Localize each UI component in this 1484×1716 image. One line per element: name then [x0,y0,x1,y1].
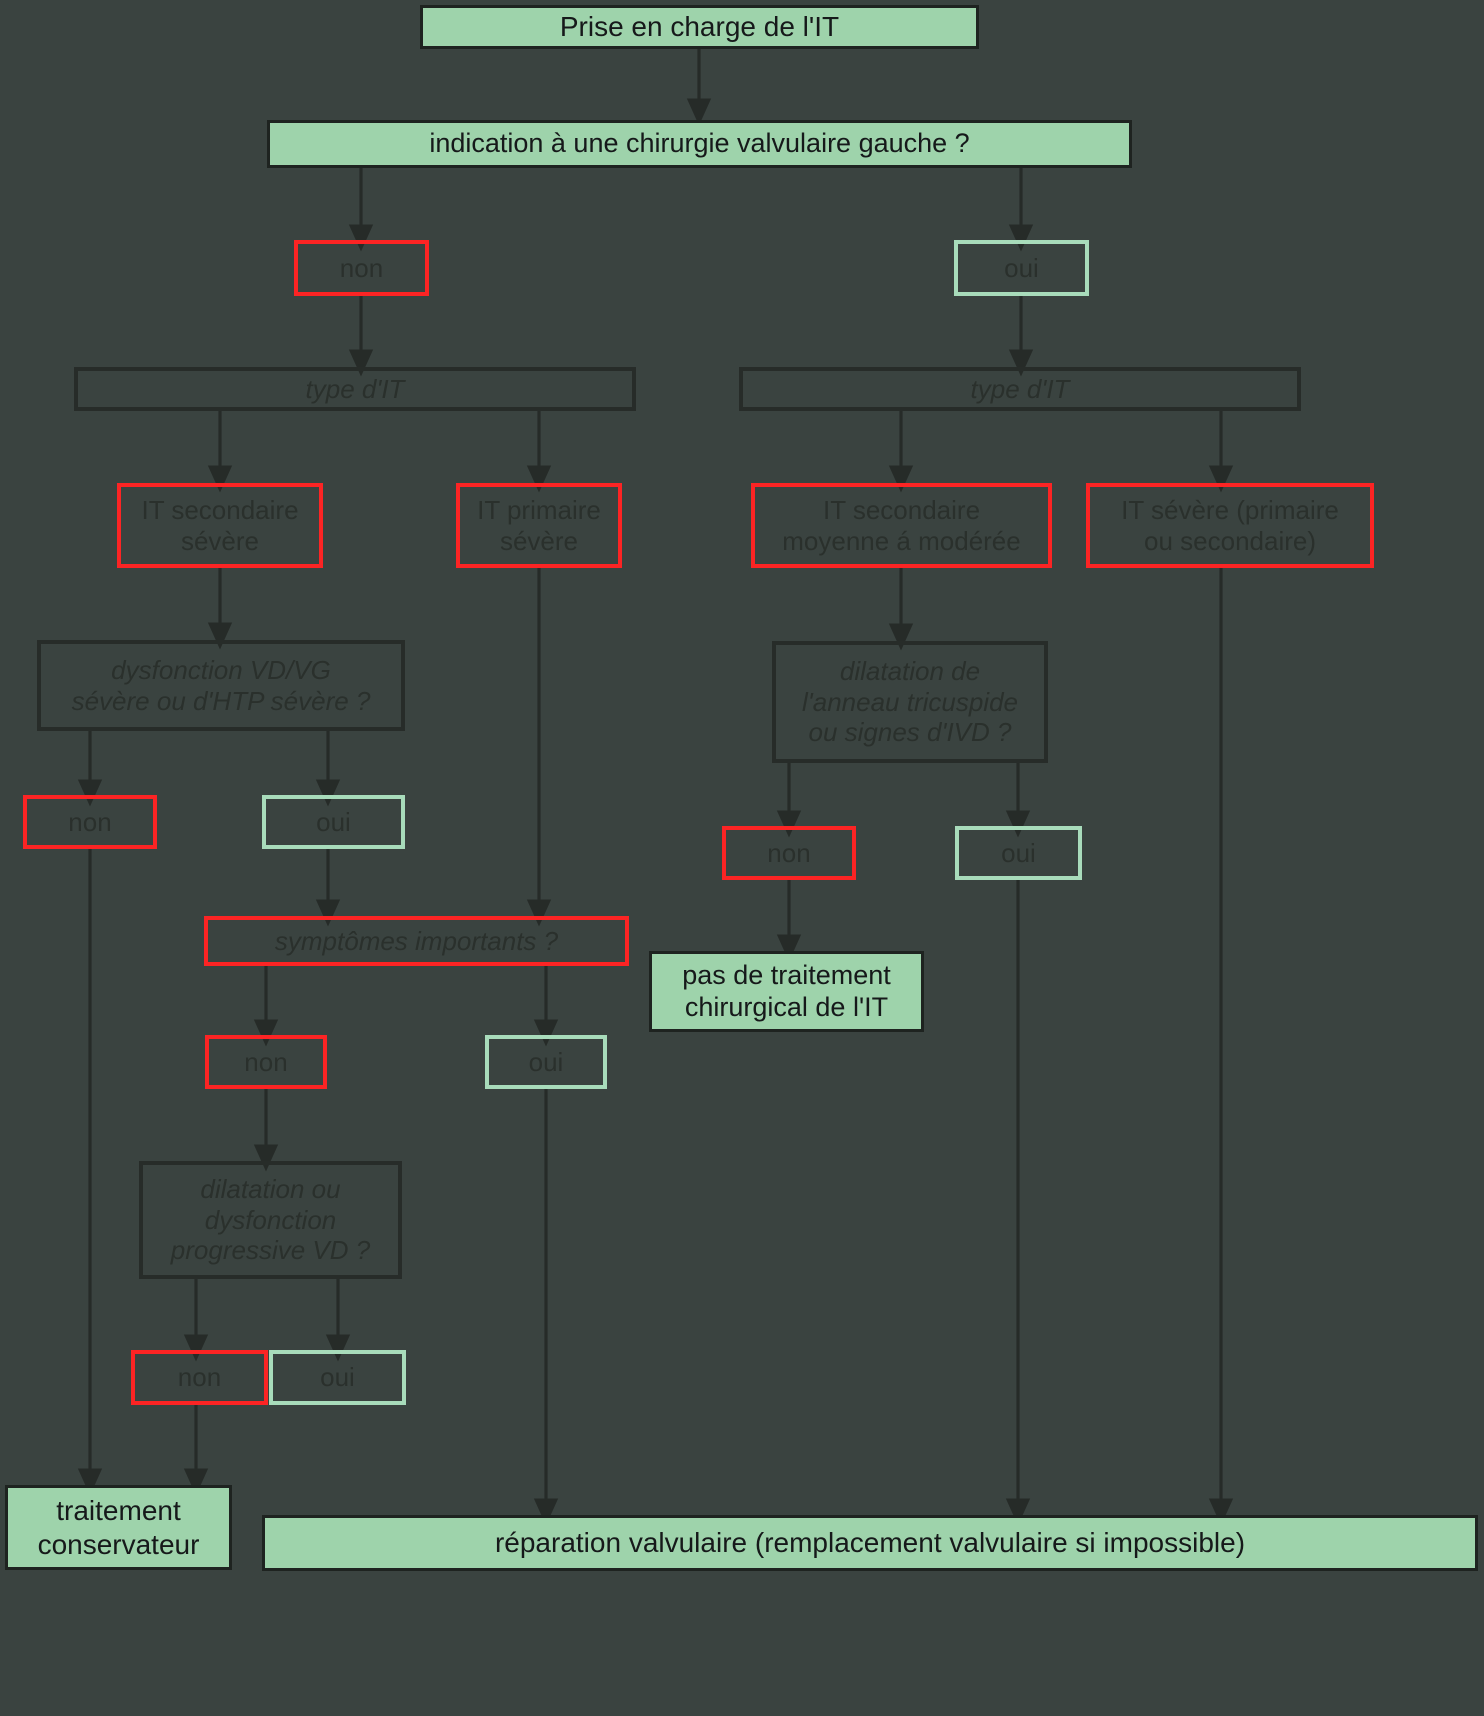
node-type-it-left: type d'IT [74,367,636,411]
node-outcome-no-surgery-line1: pas de traitement [682,959,891,990]
branch-no-dilatation-anneau: non [722,826,856,880]
node-it-primaire-severe: IT primaire sévère [456,483,622,568]
branch-no-dysfonction: non [23,795,157,849]
node-question-left-surgery: indication à une chirurgie valvulaire ga… [267,120,1132,168]
node-it-primaire-severe-line1: IT primaire [477,494,601,525]
node-question-symptomes-label: symptômes importants ? [274,925,559,956]
branch-no-dilatation-vd-label: non [177,1362,222,1393]
node-outcome-conservative-line2: conservateur [37,1528,200,1560]
branch-no-dysfonction-label: non [68,806,112,837]
node-question-dilatation-vd: dilatation ou dysfonction progressive VD… [139,1161,402,1279]
branch-yes-dilatation-anneau: oui [955,826,1082,880]
branch-no-symptomes: non [205,1035,327,1089]
node-it-secondaire-moyenne-line1: IT secondaire [822,494,981,525]
node-outcome-repair: réparation valvulaire (remplacement valv… [262,1515,1478,1571]
node-it-severe-primaire-secondaire-line2: ou secondaire) [1144,525,1316,556]
node-outcome-repair-label: réparation valvulaire (remplacement valv… [494,1527,1246,1559]
node-root-label: Prise en charge de l'IT [559,11,840,43]
branch-no-left-surgery-label: non [339,252,384,283]
branch-no-dilatation-anneau-label: non [767,837,811,868]
node-it-severe-primaire-secondaire: IT sévère (primaire ou secondaire) [1086,483,1374,568]
node-question-dysfonction: dysfonction VD/VG sévère ou d'HTP sévère… [37,640,405,731]
node-root-title: Prise en charge de l'IT [420,5,979,49]
branch-no-dilatation-vd: non [131,1350,268,1405]
node-outcome-conservative-line1: traitement [56,1495,181,1527]
branch-yes-dilatation-vd: oui [269,1350,406,1405]
node-question-dysfonction-line2: sévère ou d'HTP sévère ? [71,685,371,716]
branch-yes-symptomes-label: oui [528,1046,564,1077]
branch-yes-dilatation-vd-label: oui [320,1362,355,1393]
node-type-it-left-label: type d'IT [305,373,405,404]
branch-yes-left-surgery-label: oui [1004,252,1039,283]
node-question-dilatation-vd-line2: dysfonction [204,1204,337,1235]
node-it-secondaire-severe-line2: sévère [180,525,260,556]
node-question-dilatation-anneau-line2: l'anneau tricuspide [802,686,1018,717]
branch-no-symptomes-label: non [244,1046,288,1077]
node-it-secondaire-severe-line1: IT secondaire [141,494,299,525]
node-outcome-no-surgery-line2: chirurgical de l'IT [684,991,889,1022]
node-question-symptomes: symptômes importants ? [204,916,629,966]
node-question-dilatation-vd-line1: dilatation ou [200,1173,341,1204]
node-outcome-conservative: traitement conservateur [5,1485,232,1570]
branch-yes-dysfonction: oui [262,795,405,849]
branch-yes-dysfonction-label: oui [316,806,351,837]
node-question-dilatation-anneau: dilatation de l'anneau tricuspide ou sig… [772,641,1048,763]
node-type-it-right: type d'IT [739,367,1301,411]
node-question-dysfonction-line1: dysfonction VD/VG [111,654,331,685]
branch-no-left-surgery: non [294,240,429,296]
branch-yes-symptomes: oui [485,1035,607,1089]
node-it-secondaire-severe: IT secondaire sévère [117,483,323,568]
node-question-left-surgery-label: indication à une chirurgie valvulaire ga… [429,128,970,159]
node-it-primaire-severe-line2: sévère [499,525,579,556]
node-type-it-right-label: type d'IT [970,373,1070,404]
branch-yes-left-surgery: oui [954,240,1089,296]
node-question-dilatation-vd-line3: progressive VD ? [170,1235,371,1266]
node-it-secondaire-moyenne: IT secondaire moyenne á modérée [751,483,1052,568]
node-outcome-no-surgery: pas de traitement chirurgical de l'IT [649,951,924,1032]
node-question-dilatation-anneau-line1: dilatation de [839,655,981,686]
branch-yes-dilatation-anneau-label: oui [1001,837,1036,868]
node-it-severe-primaire-secondaire-line1: IT sévère (primaire [1121,494,1339,525]
node-question-dilatation-anneau-line3: ou signes d'IVD ? [808,717,1012,748]
node-it-secondaire-moyenne-line2: moyenne á modérée [782,525,1021,556]
